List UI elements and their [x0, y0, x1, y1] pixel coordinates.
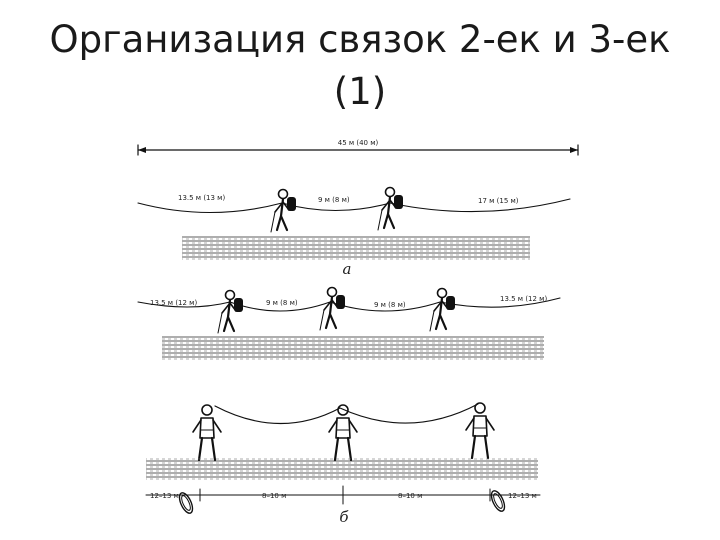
rope-coil-icon [488, 488, 508, 514]
label-middle-span-a: 9 м (8 м) [318, 196, 350, 204]
label-right-coil-c: 12–13 м [508, 492, 537, 500]
hiker-icon [318, 286, 347, 332]
climber-icon [464, 401, 496, 460]
label-span-2-c: 8–10 м [398, 492, 422, 500]
label-right-tail-a: 17 м (15 м) [478, 197, 519, 205]
rope-b [137, 297, 561, 312]
label-span-1-b: 9 м (8 м) [266, 299, 298, 307]
hiker-icon [428, 287, 457, 333]
label-right-tail-b: 13.5 м (12 м) [500, 295, 547, 303]
hiker-icon [216, 289, 245, 335]
climber-icon [191, 403, 223, 462]
label-total-length: 45 м (40 м) [338, 139, 379, 147]
ground-a [182, 236, 530, 260]
ground-b [162, 336, 544, 360]
panel-b: 13.5 м (12 м) 9 м (8 м) 9 м (8 м) 13.5 м… [137, 286, 561, 360]
label-span-2-b: 9 м (8 м) [374, 301, 406, 309]
label-left-tail-a: 13.5 м (13 м) [178, 194, 225, 202]
rope-a [137, 198, 571, 213]
rope-c [214, 403, 479, 425]
slide-title: Организация связок 2-ек и 3-ек (1) [40, 14, 680, 118]
slide-title-line-2: (1) [333, 70, 387, 113]
hiker-icon [269, 188, 298, 234]
panel-a: 45 м (40 м) 13.5 м (13 м) 9 м (8 м) 17 м… [137, 139, 579, 278]
ground-c [146, 458, 538, 480]
panel-letter-b: б [339, 508, 349, 526]
slide-title-line-1: Организация связок 2-ек и 3-ек [49, 18, 671, 61]
hiker-icon [376, 186, 405, 232]
panel-letter-a: а [343, 260, 352, 278]
panel-c: 12–13 м 8–10 м 8–10 м 12–13 м б [145, 401, 541, 526]
label-span-1-c: 8–10 м [262, 492, 286, 500]
label-left-coil-c: 12–13 м [150, 492, 179, 500]
label-left-tail-b: 13.5 м (12 м) [150, 299, 197, 307]
